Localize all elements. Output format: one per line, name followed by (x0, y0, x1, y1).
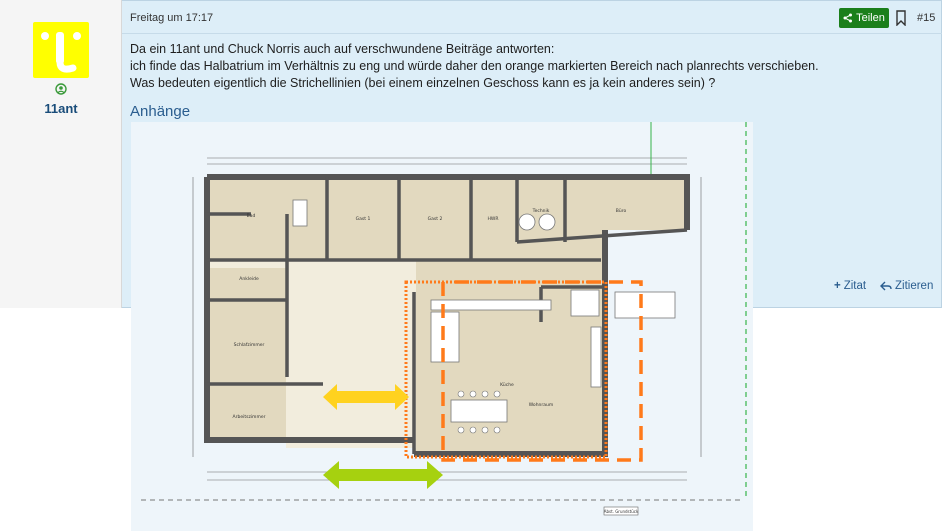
reply-icon (880, 281, 892, 291)
room-label: Ankleide (239, 276, 259, 282)
person-circle-icon (55, 83, 67, 95)
post-line: ich finde das Halbatrium im Verhältnis z… (130, 59, 819, 73)
room-label: HWR (488, 216, 499, 222)
avatar-glyph-icon (41, 32, 81, 73)
post-date[interactable]: Freitag um 17:17 (130, 12, 214, 24)
room-label: Schlafzimmer (234, 342, 265, 348)
room-label: Küche (500, 382, 514, 388)
share-icon (843, 13, 853, 23)
avatar[interactable] (33, 22, 89, 78)
attachments-heading: Anhänge (130, 103, 191, 120)
message-header: Freitag um 17:17 Teilen #15 (122, 1, 942, 34)
plan-annotation: Abst. Grundstück (604, 509, 639, 514)
post-line: Was bedeuten eigentlich die Strichellini… (130, 76, 716, 90)
room-label: Arbeitszimmer (233, 414, 266, 420)
room-label: Bad (247, 213, 256, 219)
post-line: Da ein 11ant und Chuck Norris auch auf v… (130, 42, 555, 56)
floor-plan-drawing: Bad Gast 1 Gast 2 HWR Technik Büro Ankle… (141, 122, 747, 516)
bookmark-icon[interactable] (895, 10, 907, 26)
plus-icon: + (834, 280, 841, 292)
username-link[interactable]: 11ant (44, 101, 78, 116)
reply-quote-button[interactable]: Zitieren (880, 280, 933, 292)
room-label: Büro (616, 208, 627, 214)
room-label: Wohnraum (529, 402, 554, 408)
room-label: Gast 1 (356, 216, 371, 222)
share-button[interactable]: Teilen (839, 8, 889, 28)
floor-plan-attachment[interactable]: Bad Gast 1 Gast 2 HWR Technik Büro Ankle… (131, 122, 753, 531)
room-label: Technik (532, 208, 550, 214)
user-column: 11ant (0, 0, 122, 308)
quote-label: Zitat (843, 280, 867, 292)
share-label: Teilen (856, 12, 885, 24)
cite-label: Zitieren (895, 280, 934, 292)
post-number-link[interactable]: #15 (917, 12, 936, 24)
room-label: Gast 2 (428, 216, 443, 222)
quote-button[interactable]: + Zitat (834, 280, 866, 292)
post-text: Da ein 11ant und Chuck Norris auch auf v… (130, 41, 930, 92)
